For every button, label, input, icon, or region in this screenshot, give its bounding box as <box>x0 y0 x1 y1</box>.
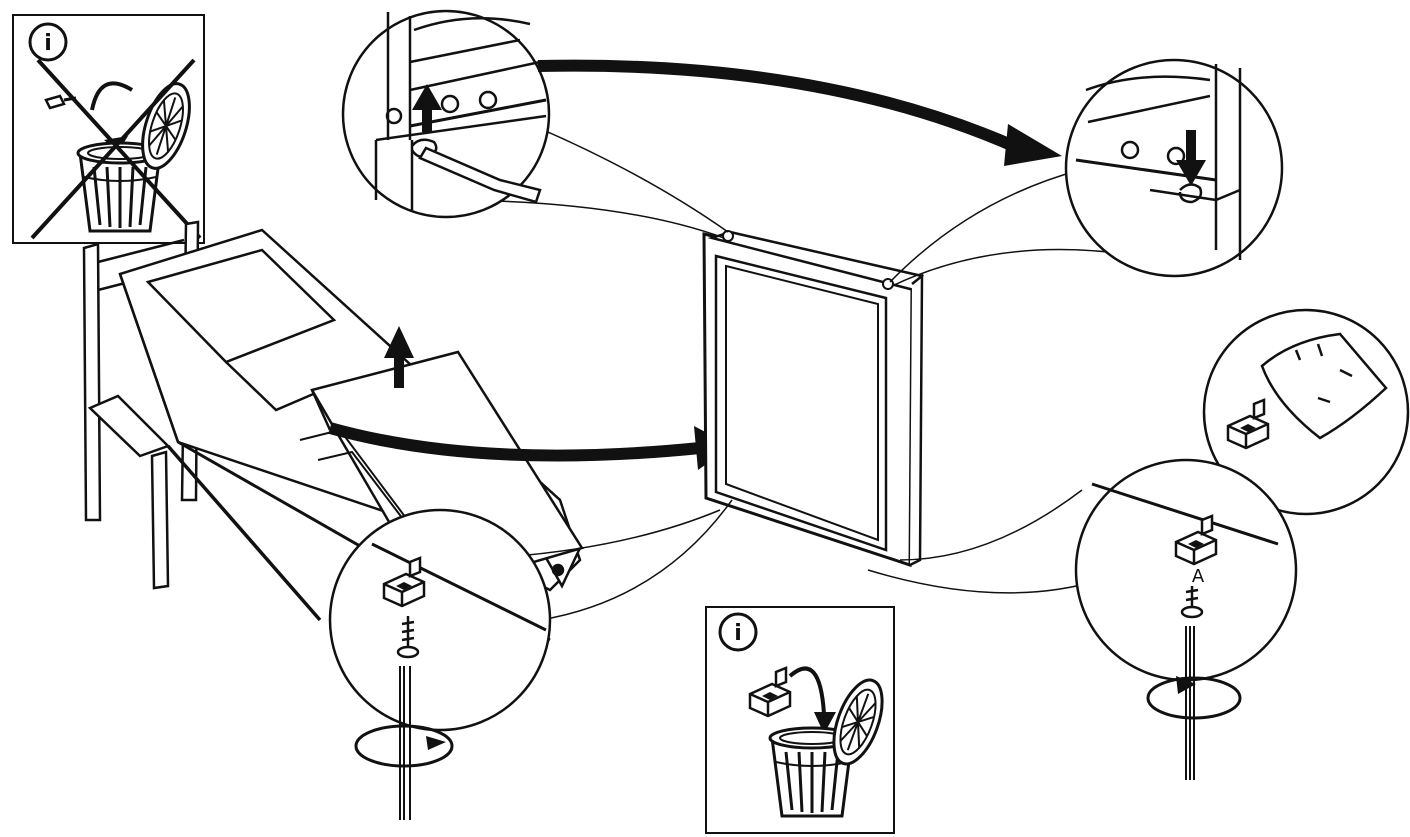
curved-arrow-icon <box>537 59 1062 166</box>
zoom-screw-cap-left <box>328 499 733 820</box>
door-panel <box>702 230 924 568</box>
tape-icon <box>1260 332 1388 440</box>
rotate-arrow-icon <box>354 724 454 768</box>
zoom-insert-hinge-pin <box>889 58 1284 287</box>
screwdriver-icon <box>418 146 542 204</box>
part-label-a: A <box>1192 566 1205 587</box>
cross-out-icon <box>30 58 202 240</box>
zoom-remove-hinge-pin <box>341 9 729 239</box>
up-arrow-icon <box>412 84 442 132</box>
info-box-keep-screw: i <box>12 14 205 244</box>
screw-icon <box>396 616 420 659</box>
info-badge-text: i <box>734 621 742 646</box>
curved-arrow-icon <box>788 666 836 734</box>
screw-icon <box>1180 586 1204 619</box>
info-badge-text: i <box>44 31 52 56</box>
screw-icon <box>44 94 77 110</box>
zoom-tape-and-cap <box>1202 308 1410 516</box>
up-arrow-icon <box>384 326 414 388</box>
zoom-screw-cap-right: A <box>867 458 1298 780</box>
info-box-discard-cap: i <box>705 606 895 834</box>
info-icon: i <box>718 612 758 652</box>
rotate-arrow-icon <box>1146 676 1242 720</box>
down-arrow-icon <box>1176 130 1206 186</box>
info-icon: i <box>28 22 68 62</box>
